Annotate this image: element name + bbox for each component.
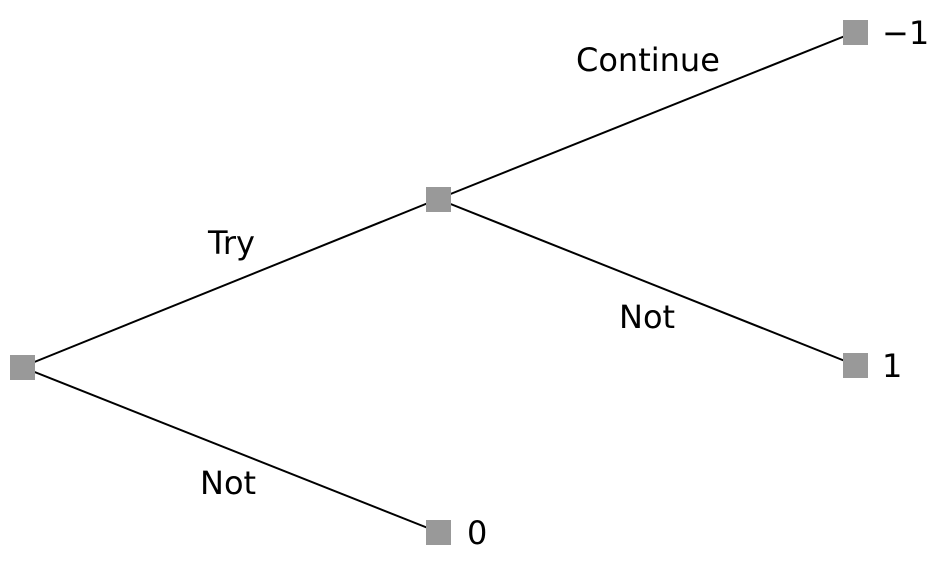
edge-try (21, 198, 439, 368)
payoff-not-root: 0 (467, 514, 487, 552)
edge-continue (437, 31, 856, 200)
payoff-not-mid: 1 (882, 347, 902, 385)
root-node (10, 355, 35, 380)
edge-label-try: Try (207, 224, 255, 262)
payoff-continue: −1 (882, 14, 929, 52)
terminal-node-not-mid (843, 353, 868, 378)
edge-not-root (21, 366, 439, 533)
edge-not-mid (437, 198, 856, 366)
edge-label-not-root: Not (200, 464, 256, 502)
terminal-node-not-root (426, 520, 451, 545)
edge-label-not-mid: Not (619, 298, 675, 336)
terminal-node-continue (843, 20, 868, 45)
middle-node (426, 187, 451, 212)
edge-label-continue: Continue (576, 41, 720, 79)
